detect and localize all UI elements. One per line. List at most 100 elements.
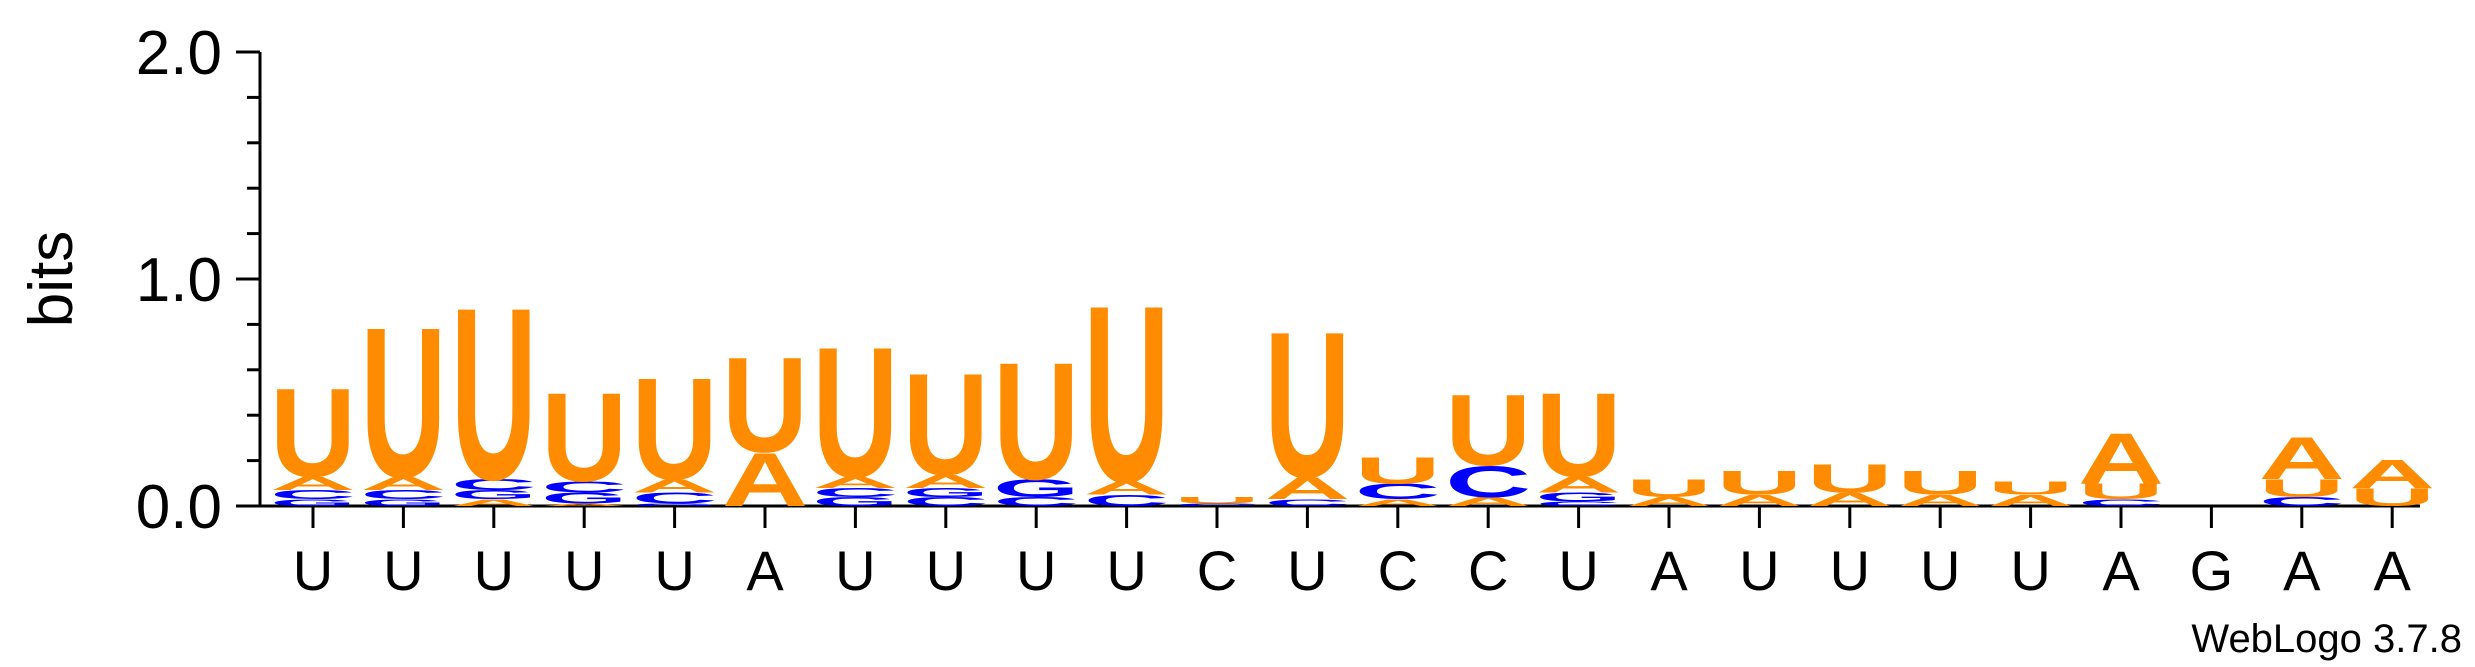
logo-letter-A: A bbox=[903, 471, 989, 492]
x-tick-label: U bbox=[564, 539, 604, 602]
logo-letter-A: A bbox=[360, 473, 446, 494]
logo-letter-A: A bbox=[1536, 473, 1622, 498]
logo-stack: CAU bbox=[1084, 252, 1170, 535]
logo-letter-C: C bbox=[1536, 500, 1622, 507]
logo-letter-C: C bbox=[1445, 458, 1531, 507]
y-tick-label: 2.0 bbox=[136, 19, 222, 88]
logo-stack: AU bbox=[1897, 463, 1983, 509]
logo-stack: CUA bbox=[2078, 418, 2164, 508]
logo-letter-A: A bbox=[270, 473, 356, 494]
logo-letter-C: C bbox=[1355, 479, 1441, 504]
x-tick-label: U bbox=[926, 539, 966, 602]
logo-letter-A: A bbox=[541, 503, 627, 507]
logo-letter-G: G bbox=[632, 503, 718, 507]
y-axis-label: bits bbox=[17, 231, 86, 327]
logo-letter-U: U bbox=[2078, 479, 2164, 504]
logo-letter-G: G bbox=[903, 486, 989, 500]
logo-letter-U: U bbox=[722, 329, 808, 481]
logo-stack: ACU bbox=[1355, 449, 1441, 508]
logo-letter-U: U bbox=[2349, 483, 2435, 511]
y-tick-label: 1.0 bbox=[136, 246, 222, 315]
logo-letter-A: A bbox=[1716, 492, 1802, 510]
logo-letter-C: C bbox=[270, 488, 356, 502]
logo-letter-A: A bbox=[722, 438, 808, 522]
x-tick-label: C bbox=[1197, 539, 1237, 602]
logo-letter-C: C bbox=[2259, 495, 2345, 509]
x-tick-label: A bbox=[2283, 539, 2321, 602]
logo-letter-U: U bbox=[541, 367, 627, 508]
x-tick-label: C bbox=[1468, 539, 1508, 602]
logo-letter-A: A bbox=[1264, 471, 1350, 506]
logo-stack: AU bbox=[722, 329, 808, 522]
logo-letter-G: G bbox=[993, 474, 1079, 502]
logo-letter-G: G bbox=[1536, 490, 1622, 504]
logo-letter-U: U bbox=[812, 310, 898, 517]
logo-letter-C: C bbox=[1084, 492, 1170, 510]
logo-letter-C: C bbox=[541, 478, 627, 496]
logo-letter-U: U bbox=[2259, 474, 2345, 502]
logo-letter-G: G bbox=[812, 495, 898, 509]
y-tick-label: 0.0 bbox=[136, 473, 222, 542]
logo-stack: UA bbox=[2349, 451, 2435, 512]
logo-stack: ACU bbox=[1445, 375, 1531, 509]
logo-letter-U: U bbox=[360, 282, 446, 522]
logo-letter-A: A bbox=[1988, 492, 2074, 510]
logo-letter-A: A bbox=[1626, 495, 1712, 509]
x-tick-label: U bbox=[1920, 539, 1960, 602]
logo-stack: CUA bbox=[2259, 425, 2345, 509]
logo-letter-A: A bbox=[451, 497, 537, 508]
logo-letter-U: U bbox=[270, 362, 356, 503]
logo-letter-A: A bbox=[2349, 451, 2435, 497]
y-axis: 0.0 1.0 2.0 bbox=[136, 19, 262, 542]
logo-letter-A: A bbox=[1897, 492, 1983, 510]
logo-letter-U: U bbox=[1355, 449, 1441, 491]
logo-letter-U: U bbox=[1626, 474, 1712, 502]
logo-letter-C: C bbox=[632, 489, 718, 507]
x-tick-label: A bbox=[2102, 539, 2140, 602]
x-tick-label: U bbox=[654, 539, 694, 602]
logo-letter-A: A bbox=[812, 474, 898, 492]
logo-letter-C: C bbox=[812, 485, 898, 499]
x-tick-label: A bbox=[746, 539, 784, 602]
logo-letter-U: U bbox=[1988, 478, 2074, 499]
y-ticks: 0.0 1.0 2.0 bbox=[136, 19, 260, 542]
x-tick-label: U bbox=[293, 539, 333, 602]
logo-letter-U: U bbox=[451, 256, 537, 531]
logo-letter-C: C bbox=[451, 476, 537, 494]
logo-letter-G: G bbox=[541, 490, 627, 508]
x-tick-label: A bbox=[1650, 539, 1688, 602]
x-tick-label: U bbox=[1558, 539, 1598, 602]
logo-letter-G: G bbox=[360, 497, 446, 508]
logo-letter-C: C bbox=[1174, 503, 1260, 507]
x-tick-label: U bbox=[383, 539, 423, 602]
logo-stack: AU bbox=[1807, 455, 1893, 510]
logo-stack: AU bbox=[1988, 478, 2074, 510]
logo-letter-U: U bbox=[1716, 463, 1802, 502]
logo-letter-U: U bbox=[903, 344, 989, 506]
x-tick-label: A bbox=[2374, 539, 2412, 602]
logo-stack: AU bbox=[1626, 474, 1712, 508]
x-tick-label: U bbox=[1287, 539, 1327, 602]
logo-letter-A: A bbox=[1355, 497, 1441, 508]
logo-letter-U: U bbox=[1264, 289, 1350, 521]
logo-stack: CGU bbox=[993, 328, 1079, 515]
logo-stack: AU bbox=[1716, 463, 1802, 509]
logo-letter-A: A bbox=[1445, 495, 1531, 509]
logo-letter-C: C bbox=[2078, 497, 2164, 508]
logo-letter-G: G bbox=[270, 497, 356, 508]
logo-letter-A: A bbox=[2078, 418, 2164, 499]
x-tick-label: U bbox=[1830, 539, 1870, 602]
weblogo-credit: WebLogo 3.7.8 bbox=[2191, 617, 2462, 661]
logo-letter-A: A bbox=[1084, 478, 1170, 499]
x-tick-label: U bbox=[1016, 539, 1056, 602]
x-tick-label: U bbox=[474, 539, 514, 602]
logo-letter-C: C bbox=[993, 495, 1079, 509]
